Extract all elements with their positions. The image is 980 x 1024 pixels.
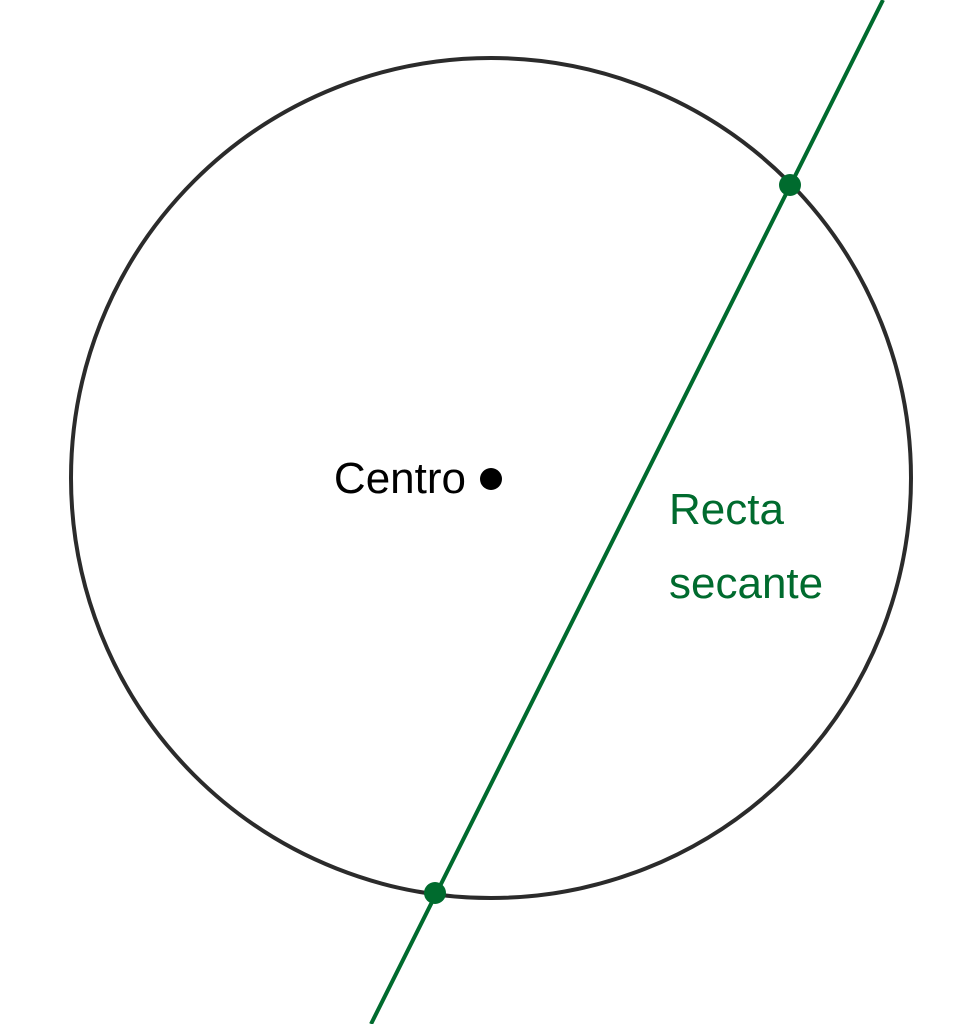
secant-label-line2: secante	[669, 559, 823, 608]
intersection-point-lower	[424, 882, 446, 904]
secant-line	[369, 0, 885, 1024]
secant-label-line1: Recta	[669, 485, 784, 534]
intersection-point-upper	[779, 174, 801, 196]
circle	[69, 56, 913, 900]
center-label: Centro	[334, 454, 466, 503]
center-point	[480, 468, 502, 490]
